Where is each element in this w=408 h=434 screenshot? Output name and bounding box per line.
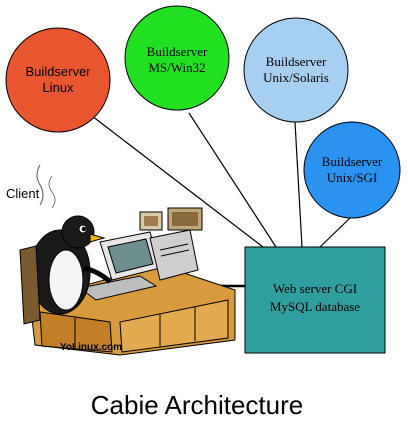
buildserver-win32: Buildserver MS/Win32 (124, 5, 230, 111)
buildserver-solaris: Buildserver Unix/Solaris (243, 17, 349, 123)
web-server-box: Web server CGI MySQL database (244, 246, 386, 354)
diagram-title: Cabie Architecture (91, 390, 303, 420)
buildserver-sgi-line1: Buildserver (322, 154, 383, 169)
buildserver-solaris-line1: Buildserver (266, 54, 327, 69)
connector-sgi (319, 217, 351, 248)
buildserver-linux-line2: Linux (42, 80, 74, 95)
buildserver-solaris-line2: Unix/Solaris (263, 70, 329, 85)
buildserver-linux-line1: Buildserver (25, 64, 91, 79)
buildserver-win32-line2: MS/Win32 (148, 60, 205, 75)
buildserver-sgi-line2: Unix/SGI (327, 170, 378, 185)
buildserver-linux: Buildserver Linux (5, 27, 111, 133)
yolinux-watermark: YoLinux.com (60, 342, 122, 353)
connector-win32 (188, 112, 277, 248)
web-server-line2: MySQL database (270, 299, 360, 314)
web-server-line1: Web server CGI (273, 281, 357, 296)
penguin-at-computer-desk-icon (19, 164, 236, 356)
connector-solaris (294, 121, 303, 248)
client-label: Client (6, 186, 40, 201)
connector-linux (91, 115, 264, 248)
buildserver-win32-line1: Buildserver (147, 44, 208, 59)
buildserver-sgi: Buildserver Unix/SGI (303, 121, 401, 219)
